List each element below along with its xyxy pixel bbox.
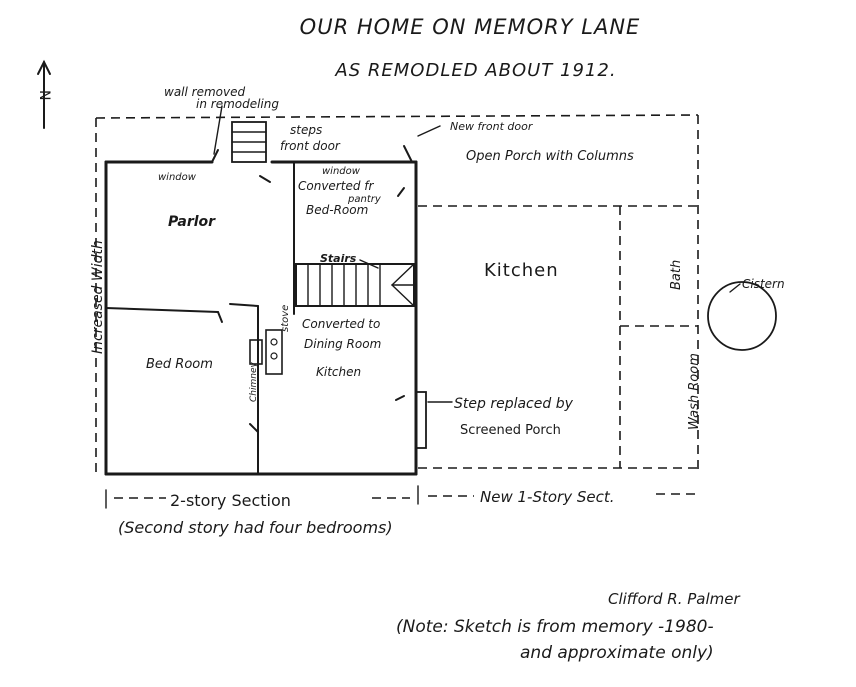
- window-right-label: window: [322, 166, 361, 177]
- second-story-note: (Second story had four bedrooms): [118, 518, 393, 537]
- screened-porch-label: Screened Porch: [460, 423, 561, 438]
- section-dimension-lines: [105, 485, 700, 509]
- note-line-2: and approximate only): [520, 643, 714, 663]
- step-replaced-label: Step replaced by: [454, 396, 574, 412]
- stove-label: stove: [280, 305, 291, 332]
- converted-pantry-label-2: pantry: [347, 194, 382, 205]
- dining-room-label: Dining Room: [304, 337, 381, 351]
- new-one-story-label: New 1-Story Sect.: [480, 488, 614, 506]
- steps-label: steps: [290, 123, 322, 137]
- front-door-label: front door: [280, 139, 341, 153]
- converted-to-label: Converted to: [302, 317, 380, 331]
- north-arrow-icon: N: [36, 59, 52, 129]
- kitchen-old-label: Kitchen: [316, 365, 361, 379]
- chimney-icon: [249, 339, 263, 365]
- new-front-door-label: New front door: [450, 120, 534, 133]
- house-outline-dashed: [95, 114, 699, 472]
- parlor-label: Parlor: [168, 214, 216, 230]
- page-title: OUR HOME ON MEMORY LANE: [300, 15, 641, 39]
- stove-icon: [265, 329, 283, 375]
- room-labels: wall removed in remodeling steps front d…: [90, 85, 785, 438]
- wash-room-label: Wash Room: [687, 353, 702, 430]
- front-steps: [231, 121, 267, 163]
- bath-label: Bath: [669, 260, 684, 290]
- leader-arrows: [213, 105, 741, 403]
- two-story-walls: [104, 145, 427, 476]
- converted-pantry-label-1: Converted fr: [298, 179, 374, 193]
- north-label: N: [36, 90, 52, 100]
- signature: Clifford R. Palmer: [608, 590, 740, 608]
- chimney-label: Chimney: [249, 362, 259, 402]
- bed-room-lower-label: Bed Room: [146, 357, 213, 372]
- wall-removed-label-2: in remodeling: [196, 97, 279, 111]
- page-subtitle: AS REMODLED ABOUT 1912.: [334, 60, 616, 81]
- stairs: [295, 263, 415, 307]
- increased-width-label: Increased Width: [90, 240, 106, 354]
- bed-room-upper-label: Bed-Room: [306, 203, 368, 217]
- two-story-section-label: 2-story Section: [170, 491, 291, 510]
- cistern-icon: [707, 281, 777, 351]
- kitchen-new-label: Kitchen: [484, 260, 559, 281]
- cistern-label: Cistern: [742, 277, 785, 291]
- open-porch-label: Open Porch with Columns: [466, 149, 634, 164]
- stairs-label: Stairs: [320, 252, 357, 265]
- window-left-label: window: [158, 172, 197, 183]
- wall-removed-label-1: wall removed: [164, 85, 245, 99]
- note-line-1: (Note: Sketch is from memory -1980-: [396, 617, 714, 637]
